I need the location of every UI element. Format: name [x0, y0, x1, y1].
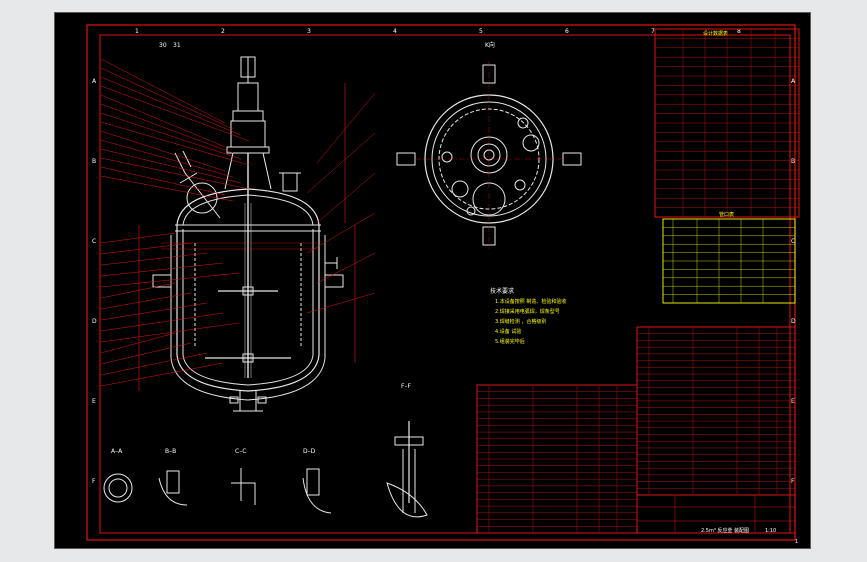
zone-letter: A: [791, 78, 796, 85]
inner-frame: [99, 34, 791, 534]
technical-notes: 技术要求 1.本设备按照 制造、检验和验收 2.焊接采用电弧焊，焊条型号 3.焊…: [490, 287, 566, 345]
zone-number: 3: [307, 28, 311, 35]
leader-line: [100, 103, 234, 154]
manhole: [174, 150, 221, 219]
leader-line: [100, 94, 226, 148]
zone-letter: C: [92, 238, 96, 245]
parts-list-upper: [636, 326, 796, 496]
note-5: 5.组装完毕后: [495, 338, 525, 345]
leader-line: [100, 362, 224, 387]
nozzle-table-title: 管口表: [719, 211, 734, 218]
zone-letter: D: [791, 318, 796, 325]
leader-line: [100, 166, 226, 196]
leader-line: [100, 252, 208, 266]
zone-letter: C: [791, 238, 795, 245]
drawing-sheet: 1: [795, 539, 798, 545]
zone-letter: D: [92, 318, 97, 325]
vessel-plan-view: K向: [396, 41, 582, 249]
drawing-scale: 1:10: [765, 528, 776, 534]
nozzle-right: [282, 172, 298, 192]
zone-letter: E: [791, 398, 795, 405]
border-zone-numbers: 1 2 3 4 5 6 7 8: [135, 28, 741, 35]
leader-line: [100, 292, 192, 310]
zone-number: 8: [737, 28, 741, 35]
zone-number: 1: [135, 28, 139, 35]
leader-line: [100, 332, 176, 354]
reducer: [232, 110, 264, 122]
leader-line: [100, 85, 250, 142]
balloon-leaders: [100, 58, 376, 387]
section-b-label: B–B: [165, 448, 176, 455]
vessel-front-view: [138, 56, 356, 412]
leader-line: [100, 139, 234, 178]
drive-frame: [230, 120, 266, 148]
leader-line: [100, 67, 234, 130]
leader-line: [100, 175, 234, 202]
view-k-label: K向: [485, 41, 495, 49]
zone-letter: F: [92, 478, 96, 485]
label-30: 30: [159, 42, 167, 49]
design-data-table: 设计数据表: [654, 28, 800, 218]
leader-line: [100, 130, 226, 172]
leader-line: [316, 92, 376, 164]
support-lug-right: [324, 274, 344, 288]
mount-flange: [226, 146, 270, 154]
leader-line: [100, 157, 250, 190]
section-a-label: A–A: [111, 448, 123, 455]
parts-list-lower: [476, 384, 638, 534]
note-4: 4.设备 试验: [495, 328, 521, 335]
zone-letter: A: [92, 78, 97, 85]
section-c-label: C–C: [235, 448, 246, 455]
leader-line: [100, 58, 226, 124]
title-block: 2.5m³ 反应釜 装配图 1:10 1: [636, 494, 798, 545]
leader-line: [100, 322, 240, 343]
zone-letter: B: [92, 158, 96, 165]
leader-line: [306, 132, 376, 194]
notes-title: 技术要求: [490, 287, 514, 295]
nozzle-table: 管口表: [662, 211, 796, 304]
label-31: 31: [173, 42, 181, 49]
drawing-title: 2.5m³ 反应釜 装配图: [701, 527, 749, 534]
leader-line: [316, 172, 376, 224]
leader-line: [100, 262, 224, 277]
leader-line: [100, 121, 250, 166]
leader-line: [100, 232, 176, 244]
section-f-label: F–F: [401, 383, 411, 390]
zone-number: 2: [221, 28, 225, 35]
leader-line: [100, 242, 192, 255]
zone-number: 5: [479, 28, 483, 35]
motor: [237, 82, 259, 112]
section-d-label: D–D: [303, 448, 316, 455]
design-data-title: 设计数据表: [703, 30, 728, 37]
leader-line: [100, 302, 208, 321]
leader-line: [100, 282, 176, 299]
leader-line: [100, 112, 242, 160]
note-1: 1.本设备按照 制造、检验和验收: [495, 298, 566, 305]
motor-top: [240, 56, 256, 78]
zone-number: 6: [565, 28, 569, 35]
zone-letter: E: [92, 398, 96, 405]
leader-line: [100, 312, 224, 332]
support-lug-left: [152, 274, 172, 288]
zone-number: 4: [393, 28, 397, 35]
section-views: A–A B–B C–C D–D F–F: [103, 383, 428, 518]
lower-head: [176, 354, 320, 392]
note-2: 2.焊接采用电弧焊，焊条型号: [495, 308, 560, 315]
zone-number: 7: [651, 28, 655, 35]
leader-line: [316, 252, 376, 284]
leader-line: [306, 292, 376, 314]
leader-line: [306, 212, 376, 254]
leader-line: [100, 352, 208, 376]
leader-line: [100, 148, 242, 184]
zone-letter: B: [791, 158, 795, 165]
leader-line: [100, 272, 240, 288]
drawing-frame: [86, 24, 796, 541]
leader-line: [100, 76, 242, 136]
leader-line: [100, 342, 192, 365]
note-3: 3.焊缝检测 ，合格级别: [495, 318, 546, 325]
